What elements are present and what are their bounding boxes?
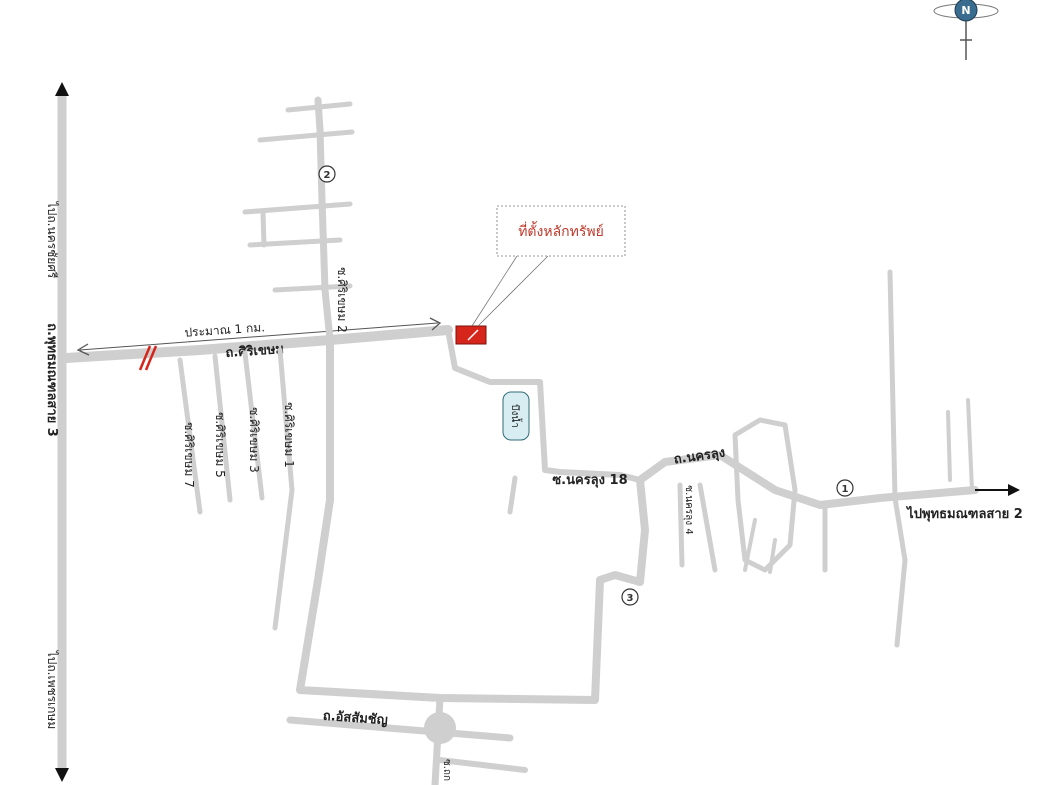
distance-label: ประมาณ 1 กม. bbox=[184, 320, 265, 340]
svg-text:3: 3 bbox=[627, 593, 634, 604]
water-body bbox=[502, 391, 530, 441]
road-south-label: ถ.อัสสัมชัญ bbox=[322, 709, 388, 728]
property-access-road bbox=[445, 327, 643, 515]
road-south-loop bbox=[296, 336, 824, 704]
road-south-small-label: ซ.ถก bbox=[441, 759, 452, 781]
to-buddhamonthon-2-label: ไปพุทธมณฑลสาย 2 bbox=[905, 505, 1023, 522]
marker-2-icon: 2 bbox=[318, 165, 336, 183]
svg-text:1: 1 bbox=[842, 484, 849, 495]
soi-sirikhem-2-label: ซ.ศิริเขษม 2 bbox=[335, 267, 349, 333]
east-roads bbox=[677, 269, 979, 648]
marker-1-icon: 1 bbox=[836, 479, 854, 497]
highway-bottom-label: ไปถ.เพชรเกษม bbox=[45, 650, 59, 730]
road-sirikhem-label: ถ.ศิริเขษม bbox=[225, 342, 284, 361]
compass-rose-icon: N bbox=[933, 0, 999, 60]
distance-arrow bbox=[76, 317, 442, 356]
marker-3-icon: 3 bbox=[621, 588, 639, 606]
soi-roads-west bbox=[177, 347, 295, 631]
property-callout-label: ที่ตั้งหลักทรัพย์ bbox=[518, 221, 604, 240]
highway-mid-label: ถ.พุทธมณฑลสาย 3 bbox=[44, 323, 59, 437]
south-roundabout bbox=[286, 694, 528, 785]
svg-text:2: 2 bbox=[324, 170, 331, 181]
road-sirikhem bbox=[61, 325, 453, 363]
east-arrow-icon bbox=[975, 484, 1020, 496]
road-nakhon-label: ถ.นครลุง bbox=[673, 446, 726, 468]
soi-sirikhem-2 bbox=[242, 96, 355, 344]
highway-buddhamonthon-3 bbox=[55, 82, 69, 782]
water-label: บึงน้ำ bbox=[509, 404, 523, 428]
soi-c-label: ซ.ศิริเขษม 3 bbox=[247, 407, 261, 473]
soi-east-small-label: ซ.นครลุง 4 bbox=[683, 485, 694, 534]
soi-b-label: ซ.ศิริเขษม 5 bbox=[213, 412, 227, 478]
compass-letter: N bbox=[961, 4, 970, 17]
soi-a-label: ซ.ศิริเขษม 7 bbox=[182, 422, 196, 488]
highway-top-label: ไปถ.นครชัยศรี bbox=[45, 201, 59, 279]
railway-crossing-icon bbox=[138, 345, 158, 371]
property-marker-icon bbox=[455, 325, 487, 345]
soi-d-label: ซ.ศิริเขษม 1 bbox=[282, 402, 296, 468]
property-callout bbox=[471, 205, 626, 327]
soi-nakhon-18-label: ซ.นครลุง 18 bbox=[552, 473, 627, 488]
